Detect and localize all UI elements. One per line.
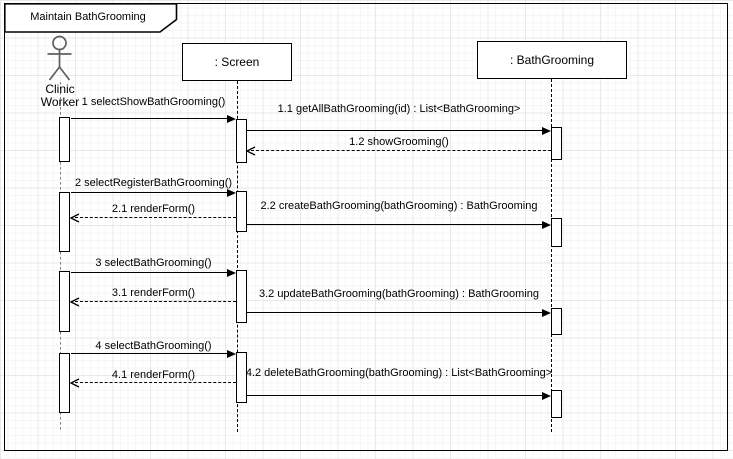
actor-label-line1: Clinic — [45, 82, 75, 96]
message-1-1-label: 1.1 getAllBathGrooming(id) : List<BathGr… — [277, 103, 521, 115]
message-2-line — [71, 192, 228, 193]
message-3-label: 3 selectBathGrooming() — [95, 257, 212, 269]
lifeline-bathgrooming[interactable] — [551, 79, 552, 432]
activation-bar-bath-2[interactable] — [551, 218, 562, 247]
message-3-1-label: 3.1 renderForm() — [111, 287, 196, 299]
message-1-1-line — [247, 130, 543, 131]
object-box-bathgrooming-label: : BathGrooming — [509, 53, 595, 67]
sequence-frame[interactable] — [4, 3, 728, 451]
message-1-2-line — [251, 150, 551, 151]
activation-bar-bath-1[interactable] — [551, 127, 562, 160]
arrowhead-icon — [542, 127, 551, 135]
activation-bar-screen-2[interactable] — [236, 191, 247, 232]
message-2-2-label: 2.2 createBathGrooming(bathGrooming) : B… — [260, 200, 538, 212]
message-4-1-label: 4.1 renderForm() — [111, 369, 196, 381]
message-1-label: 1 selectShowBathGrooming() — [81, 96, 226, 108]
message-2-1-line — [75, 217, 236, 218]
message-4-1-line — [75, 382, 236, 383]
lifeline-screen[interactable] — [237, 81, 238, 432]
actor-label: Clinic Worker — [24, 83, 96, 109]
activation-bar-actor-1[interactable] — [59, 117, 70, 162]
activation-bar-bath-4[interactable] — [551, 390, 562, 418]
activation-bar-screen-3[interactable] — [236, 270, 247, 323]
actor-figure-icon[interactable] — [45, 35, 75, 83]
activation-bar-actor-2[interactable] — [59, 192, 70, 252]
lifeline-clinic-worker[interactable] — [60, 82, 61, 432]
arrowhead-icon — [227, 269, 236, 277]
message-4-2-line — [247, 395, 543, 396]
activation-bar-screen-4[interactable] — [236, 352, 247, 403]
frame-title-tab[interactable] — [3, 2, 180, 35]
actor-label-line2: Worker — [40, 95, 80, 109]
object-box-screen-label: : Screen — [214, 55, 260, 69]
frame-title: Maintain BathGrooming — [30, 10, 146, 23]
message-3-1-line — [75, 301, 236, 302]
arrowhead-icon — [227, 350, 236, 358]
arrowhead-icon — [542, 221, 551, 229]
arrowhead-icon — [542, 309, 551, 317]
arrowhead-icon — [227, 115, 236, 123]
activation-bar-screen-1[interactable] — [236, 119, 247, 163]
message-3-line — [71, 272, 228, 273]
message-3-2-label: 3.2 updateBathGrooming(bathGrooming) : B… — [258, 288, 540, 300]
open-arrowhead-icon — [246, 146, 256, 156]
message-2-label: 2 selectRegisterBathGrooming() — [74, 177, 233, 189]
message-1-line — [71, 118, 228, 119]
activation-bar-bath-3[interactable] — [551, 308, 562, 335]
arrowhead-icon — [227, 189, 236, 197]
open-arrowhead-icon — [70, 297, 80, 307]
message-2-1-label: 2.1 renderForm() — [111, 203, 196, 215]
arrowhead-icon — [542, 392, 551, 400]
message-4-line — [71, 353, 228, 354]
message-1-2-label: 1.2 showGrooming() — [349, 136, 449, 148]
message-3-2-line — [247, 312, 543, 313]
message-4-label: 4 selectBathGrooming() — [95, 340, 212, 352]
open-arrowhead-icon — [70, 213, 80, 223]
object-box-screen[interactable]: : Screen — [182, 43, 292, 81]
activation-bar-actor-4[interactable] — [59, 353, 70, 413]
object-box-bathgrooming[interactable]: : BathGrooming — [477, 41, 627, 79]
activation-bar-actor-3[interactable] — [59, 271, 70, 332]
message-4-2-label: 4.2 deleteBathGrooming(bathGrooming) : L… — [245, 367, 553, 379]
open-arrowhead-icon — [70, 378, 80, 388]
message-2-2-line — [247, 224, 543, 225]
